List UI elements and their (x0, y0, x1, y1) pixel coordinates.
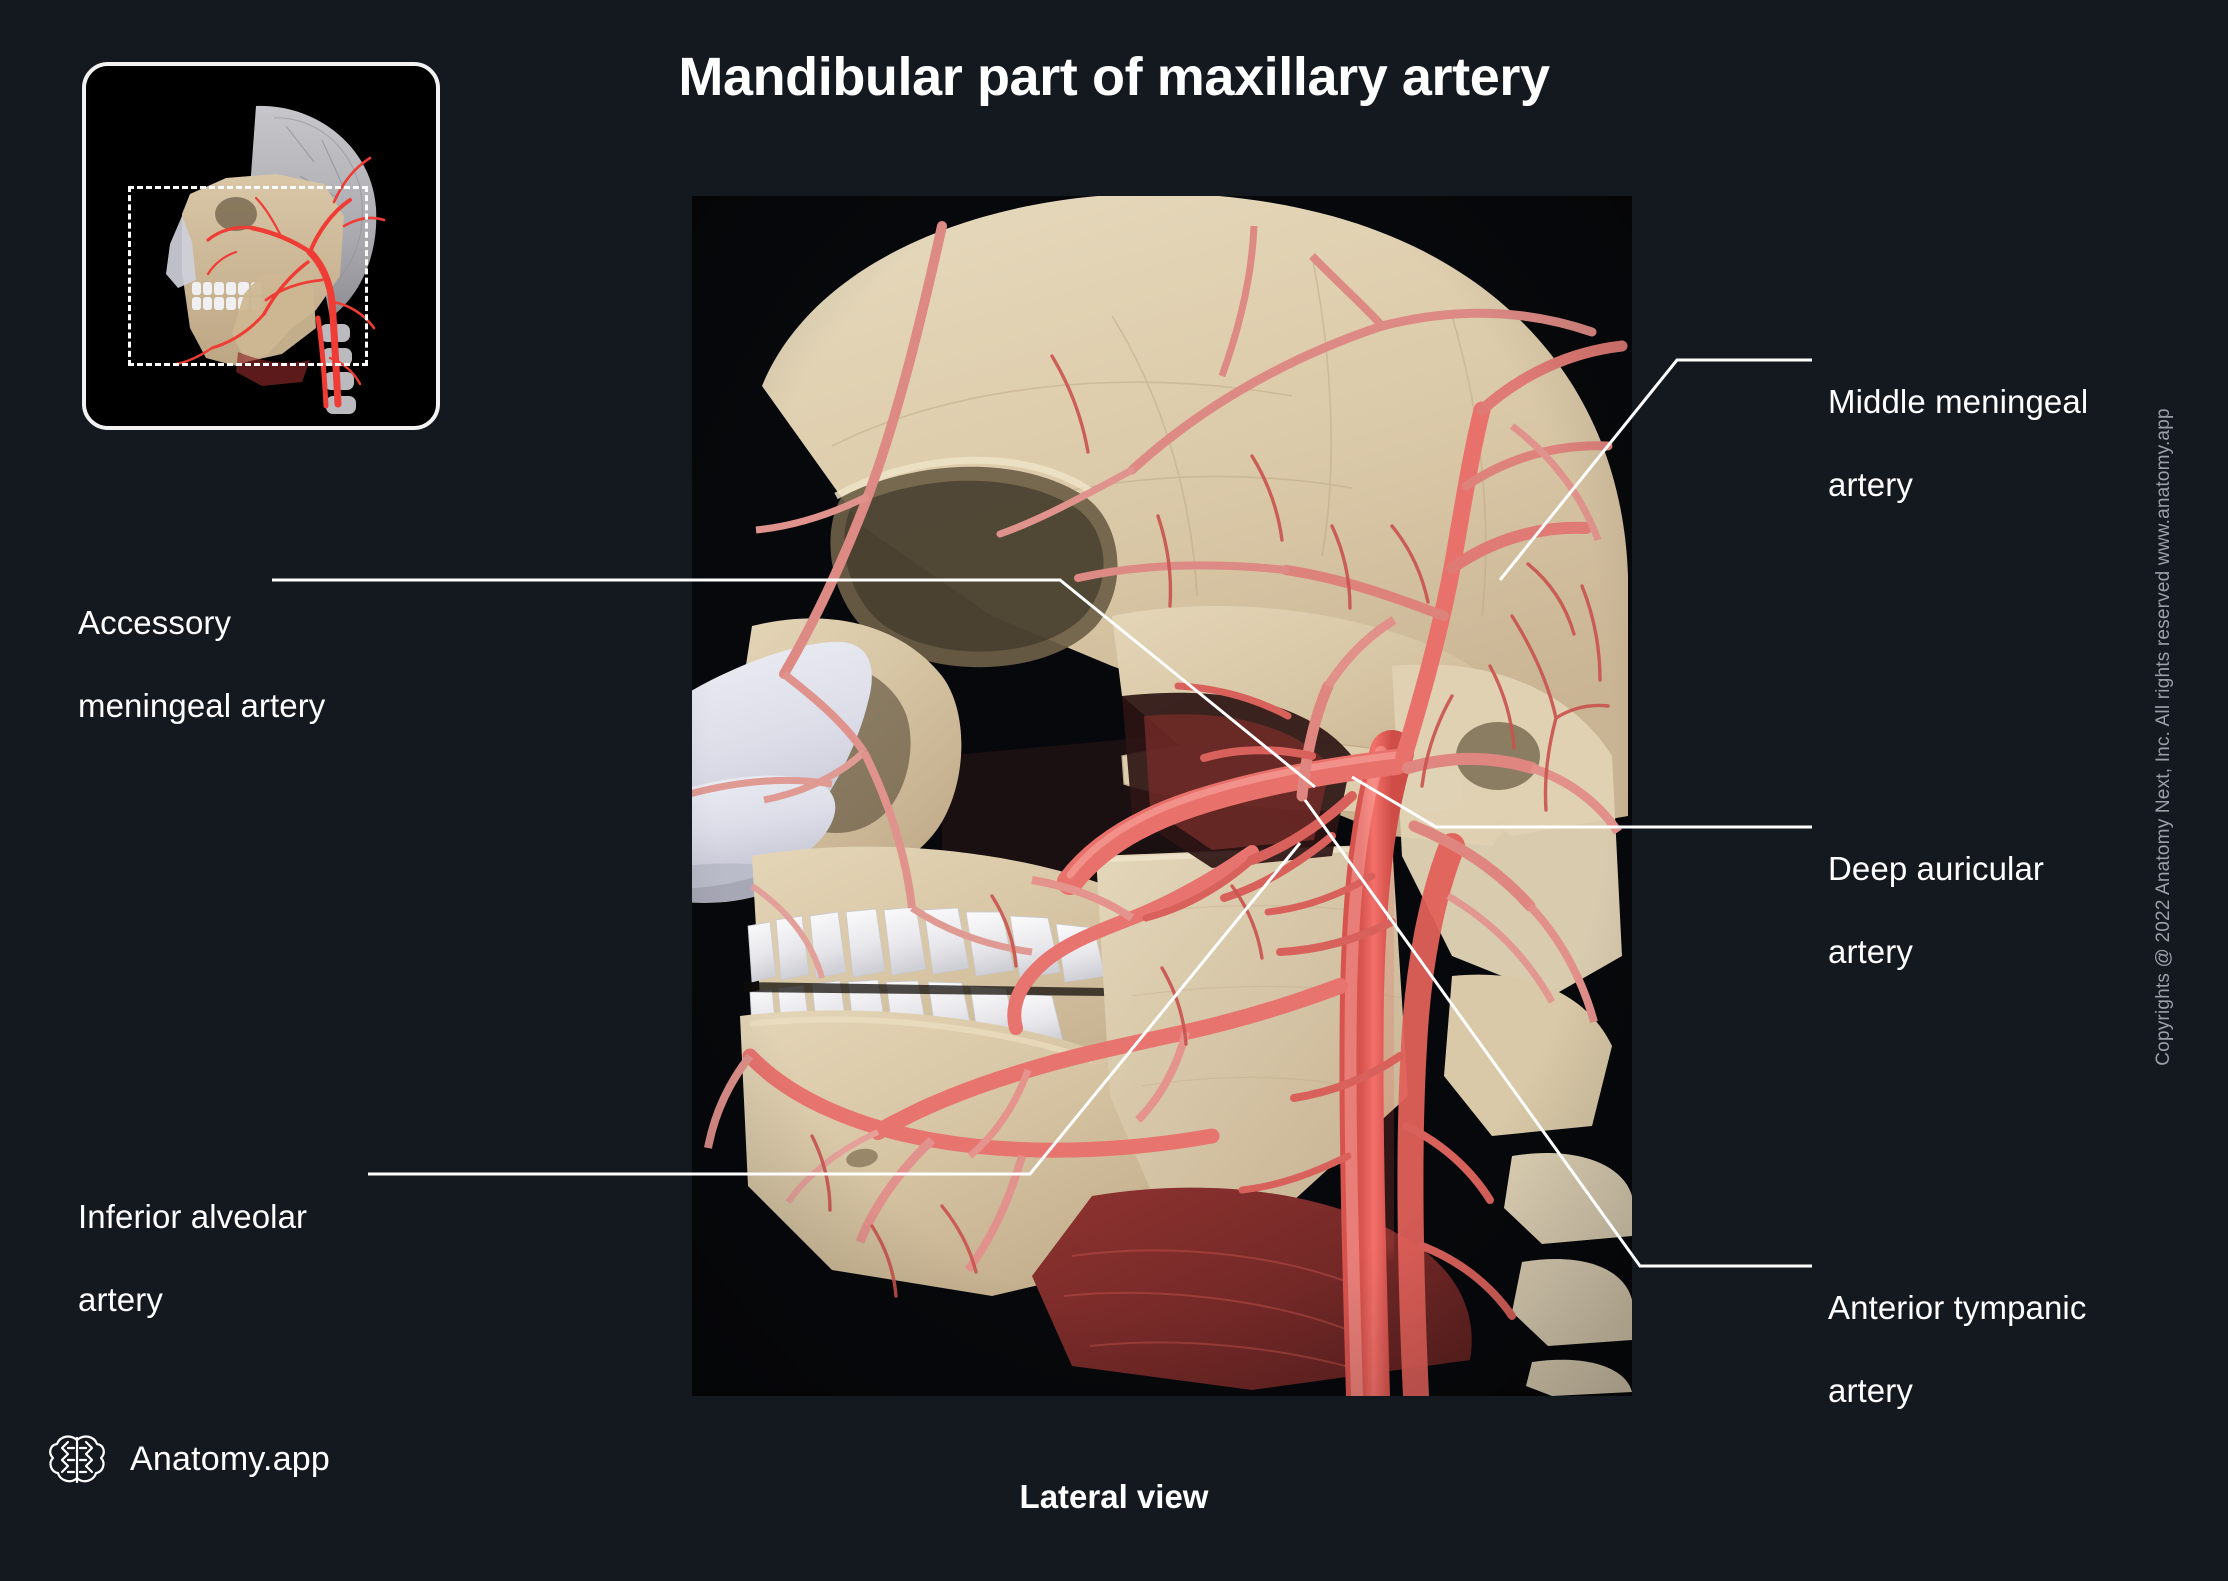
label-line-1: Deep auricular (1828, 849, 2045, 887)
label-deep-auricular-artery[interactable]: Deep auricular artery (1828, 806, 2044, 1014)
label-line-1: Accessory (78, 603, 232, 641)
label-line-2: artery (78, 1280, 163, 1318)
overview-thumbnail[interactable] (82, 62, 440, 430)
label-line-2: meningeal artery (78, 686, 326, 724)
dashed-selection-rectangle (128, 186, 368, 366)
page-title: Mandibular part of maxillary artery (678, 47, 1550, 107)
label-inferior-alveolar-artery[interactable]: Inferior alveolar artery (78, 1154, 307, 1362)
label-anterior-tympanic-artery[interactable]: Anterior tympanic artery (1828, 1245, 2086, 1453)
view-caption: Lateral view (1019, 1478, 1209, 1515)
label-line-1: Inferior alveolar (78, 1197, 308, 1235)
label-line-2: artery (1828, 1371, 1913, 1409)
label-line-2: artery (1828, 465, 1913, 503)
brand-logo[interactable]: Anatomy.app (46, 1428, 330, 1490)
label-line-1: Middle meningeal (1828, 382, 2089, 420)
label-accessory-meningeal-artery[interactable]: Accessory meningeal artery (78, 560, 325, 768)
thumbnail-head-image (86, 66, 436, 426)
anatomy-illustration (692, 196, 1632, 1396)
brain-icon (49, 1435, 105, 1484)
copyright-notice: Copyrights @ 2022 Anatomy Next, Inc. All… (2153, 408, 2174, 1066)
label-middle-meningeal-artery[interactable]: Middle meningeal artery (1828, 339, 2088, 547)
label-line-1: Anterior tympanic (1828, 1288, 2087, 1326)
label-line-2: artery (1828, 932, 1913, 970)
brand-name: Anatomy.app (130, 1439, 331, 1478)
skull-arteries-render (692, 196, 1632, 1396)
